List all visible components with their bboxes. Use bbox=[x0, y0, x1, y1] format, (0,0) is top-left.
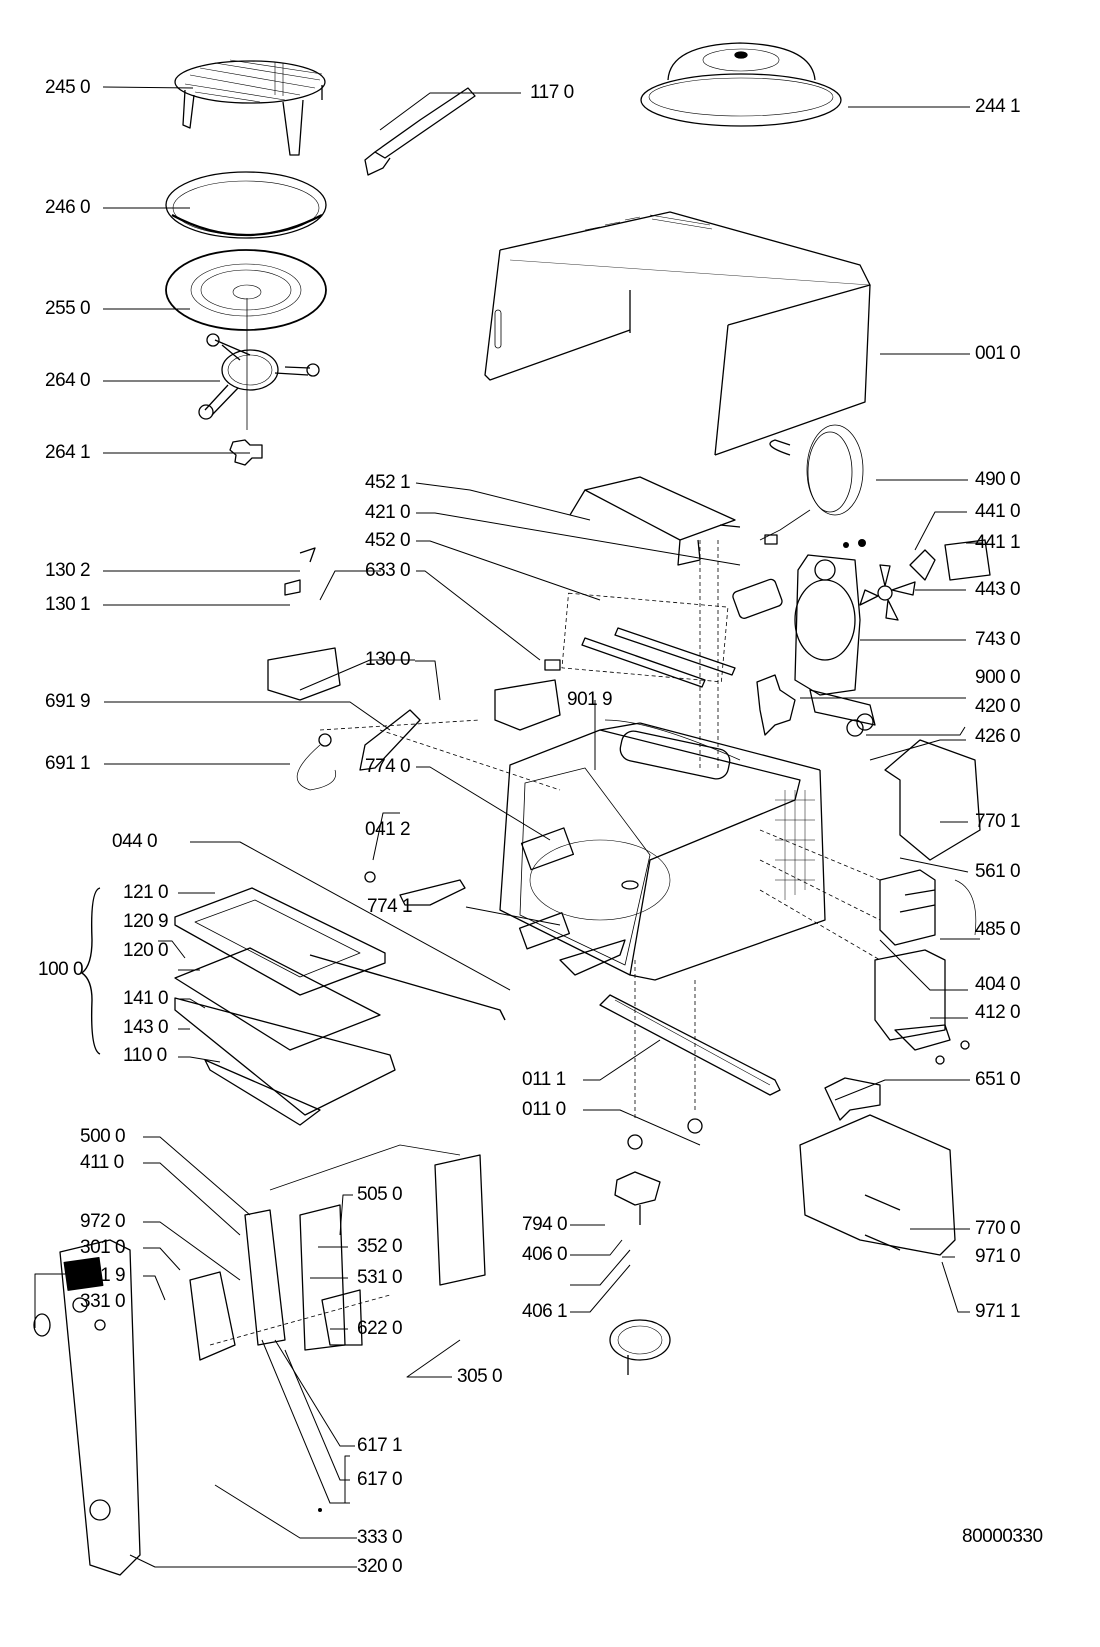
oven-cavity-drawing bbox=[499, 719, 826, 981]
part-label-561-0: 561 0 bbox=[975, 861, 1021, 882]
part-label-743-0: 743 0 bbox=[975, 629, 1021, 650]
part-label-972-0: 972 0 bbox=[80, 1211, 126, 1232]
part-label-041-2: 041 2 bbox=[365, 819, 411, 840]
side-panel-drawing bbox=[799, 1077, 956, 1256]
part-label-333-0: 333 0 bbox=[357, 1527, 403, 1548]
rail-drawing bbox=[599, 994, 781, 1150]
glass-plate-drawing bbox=[165, 249, 327, 430]
part-label-264-0: 264 0 bbox=[45, 370, 91, 391]
part-label-794-0: 794 0 bbox=[522, 1214, 568, 1235]
part-label-426-0: 426 0 bbox=[975, 726, 1021, 747]
coupler-drawing bbox=[229, 439, 263, 466]
part-label-490-0: 490 0 bbox=[975, 469, 1021, 490]
part-label-246-0: 246 0 bbox=[45, 197, 91, 218]
part-label-505-0: 505 0 bbox=[357, 1184, 403, 1205]
part-label-130-1: 130 1 bbox=[45, 594, 91, 615]
fan-motor-drawing bbox=[909, 539, 991, 581]
part-label-406-0: 406 0 bbox=[522, 1244, 568, 1265]
turntable-motor-drawing bbox=[609, 1171, 671, 1375]
part-label-143-0: 143 0 bbox=[123, 1017, 169, 1038]
bracket-drawing bbox=[756, 674, 796, 736]
door-assembly-drawing bbox=[81, 887, 506, 1126]
magnetron-drawing bbox=[879, 869, 977, 946]
part-label-331-0: 331 0 bbox=[80, 1291, 126, 1312]
part-label-441-0: 441 0 bbox=[975, 501, 1021, 522]
part-label-130-0: 130 0 bbox=[365, 649, 411, 670]
part-label-774-0: 774 0 bbox=[365, 756, 411, 777]
motor-drawing bbox=[732, 578, 783, 619]
part-label-485-0: 485 0 bbox=[975, 919, 1021, 940]
part-label-255-0: 255 0 bbox=[45, 298, 91, 319]
part-label-320-0: 320 0 bbox=[357, 1556, 403, 1577]
capacitor-drawing bbox=[809, 689, 876, 737]
part-label-305-0: 305 0 bbox=[457, 1366, 503, 1387]
part-label-452-1: 452 1 bbox=[365, 472, 411, 493]
part-label-651-0: 651 0 bbox=[975, 1069, 1021, 1090]
part-label-691-1: 691 1 bbox=[45, 753, 91, 774]
part-label-352-0: 352 0 bbox=[357, 1236, 403, 1257]
transformer-drawing bbox=[874, 949, 970, 1065]
roller-support-drawing bbox=[198, 333, 320, 420]
grill-element-drawing bbox=[581, 627, 736, 688]
part-label-120-9: 120 9 bbox=[123, 911, 169, 932]
crisp-plate-drawing bbox=[165, 171, 327, 239]
part-label-141-0: 141 0 bbox=[123, 988, 169, 1009]
part-label-331-9: 331 9 bbox=[80, 1265, 126, 1286]
part-label-120-0: 120 0 bbox=[123, 940, 169, 961]
group-label-100-0: 100 0 bbox=[38, 959, 84, 980]
part-label-121-0: 121 0 bbox=[123, 882, 169, 903]
part-label-971-0: 971 0 bbox=[975, 1246, 1021, 1267]
part-label-245-0: 245 0 bbox=[45, 77, 91, 98]
part-label-117-0: 117 0 bbox=[530, 82, 574, 103]
part-label-617-1: 617 1 bbox=[357, 1435, 403, 1456]
part-label-770-1: 770 1 bbox=[975, 811, 1021, 832]
fasteners bbox=[318, 539, 866, 1512]
hinge-drawing bbox=[364, 871, 626, 976]
part-label-441-1: 441 1 bbox=[975, 532, 1021, 553]
fan-blade-drawing bbox=[859, 564, 916, 621]
part-label-412-0: 412 0 bbox=[975, 1002, 1021, 1023]
part-label-452-0: 452 0 bbox=[365, 530, 411, 551]
part-label-110-0: 110 0 bbox=[123, 1045, 167, 1066]
part-label-770-0: 770 0 bbox=[975, 1218, 1021, 1239]
part-label-411-0: 411 0 bbox=[80, 1152, 124, 1173]
switch-holder-drawing bbox=[267, 547, 561, 731]
part-label-011-1: 011 1 bbox=[522, 1069, 566, 1090]
part-label-264-1: 264 1 bbox=[45, 442, 91, 463]
handle-drawing bbox=[364, 87, 476, 176]
part-label-617-0: 617 0 bbox=[357, 1469, 403, 1490]
part-label-011-0: 011 0 bbox=[522, 1099, 566, 1120]
part-label-406-1: 406 1 bbox=[522, 1301, 568, 1322]
air-duct-drawing bbox=[794, 554, 861, 696]
grill-rack-drawing bbox=[174, 59, 326, 156]
dome-cover-drawing bbox=[640, 42, 842, 127]
part-label-244-1: 244 1 bbox=[975, 96, 1021, 117]
thermostat-drawing bbox=[296, 709, 421, 791]
part-label-404-0: 404 0 bbox=[975, 974, 1021, 995]
part-label-001-0: 001 0 bbox=[975, 343, 1021, 364]
part-label-301-0: 301 0 bbox=[80, 1237, 126, 1258]
cover-drawing bbox=[884, 739, 981, 861]
control-panel-drawing bbox=[33, 1144, 486, 1576]
part-label-774-1: 774 1 bbox=[367, 896, 413, 917]
part-label-421-0: 421 0 bbox=[365, 502, 411, 523]
part-label-420-0: 420 0 bbox=[975, 696, 1021, 717]
document-number: 80000330 bbox=[962, 1526, 1043, 1547]
part-label-901-9: 901 9 bbox=[567, 689, 613, 710]
part-label-622-0: 622 0 bbox=[357, 1318, 403, 1339]
part-label-443-0: 443 0 bbox=[975, 579, 1021, 600]
part-label-633-0: 633 0 bbox=[365, 560, 411, 581]
mains-cable-drawing bbox=[759, 424, 864, 545]
grill-cover-drawing bbox=[569, 476, 741, 566]
leader-lines bbox=[34, 86, 982, 1568]
part-label-971-1: 971 1 bbox=[975, 1301, 1021, 1322]
outer-casing-drawing bbox=[484, 211, 871, 456]
part-label-130-2: 130 2 bbox=[45, 560, 91, 581]
part-label-691-9: 691 9 bbox=[45, 691, 91, 712]
part-label-044-0: 044 0 bbox=[112, 831, 158, 852]
part-label-500-0: 500 0 bbox=[80, 1126, 126, 1147]
part-label-531-0: 531 0 bbox=[357, 1267, 403, 1288]
part-label-900-0: 900 0 bbox=[975, 667, 1021, 688]
